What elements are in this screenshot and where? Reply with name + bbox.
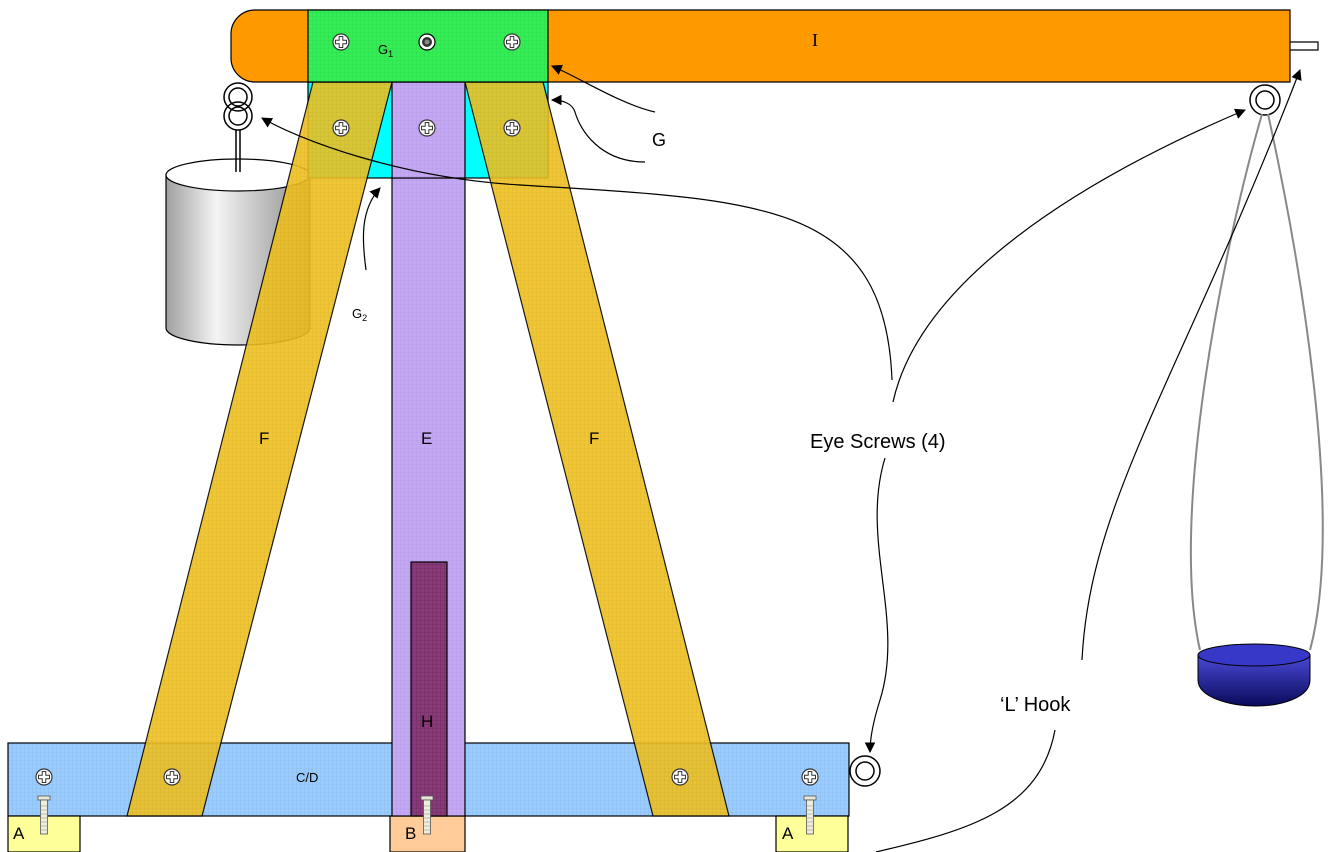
pivot-icon (418, 33, 436, 51)
leg-f-right (464, 81, 730, 817)
eye-screw-icons (223, 82, 1281, 787)
block-g2-label: G2 (352, 306, 367, 323)
block-g1-label: G1 (378, 42, 393, 59)
pan-strings (1189, 113, 1324, 651)
g-arrow-label: G (652, 130, 666, 150)
leg-left-label: F (259, 429, 269, 448)
eye-screws-label: Eye Screws (4) (810, 431, 946, 453)
foot-a-right-label: A (782, 824, 794, 843)
insert-h (410, 561, 448, 817)
l-hook-icon (1290, 41, 1319, 51)
beam-label: I (812, 30, 818, 50)
insert-label: H (421, 712, 433, 731)
upright-label: E (421, 429, 432, 448)
leg-right-label: F (589, 429, 599, 448)
base-label: C/D (296, 770, 318, 785)
leader-lines (261, 64, 1302, 852)
foot-b-label: B (405, 824, 416, 843)
l-hook-label: ‘L’ Hook (1000, 694, 1071, 716)
pan (1197, 643, 1311, 707)
foot-a-left-label: A (13, 824, 25, 843)
